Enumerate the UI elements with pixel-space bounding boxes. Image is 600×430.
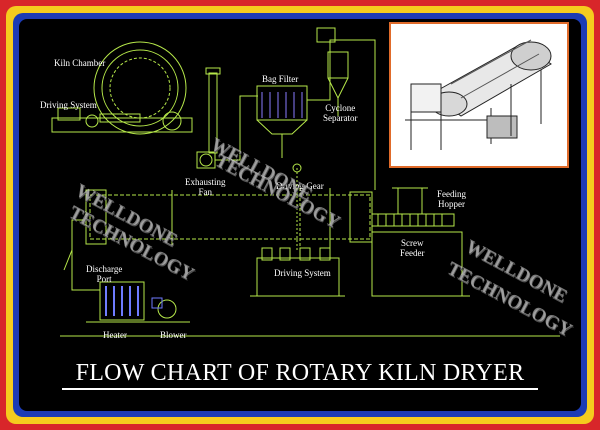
- exhausting-fan-drawing: [196, 67, 258, 169]
- bag-filter-drawing: [256, 85, 308, 158]
- driving-system-top-drawing: [51, 107, 193, 133]
- label-feeding-hopper: Feeding Hopper: [437, 189, 466, 209]
- discharge-port-drawing: [63, 219, 100, 291]
- cyclone-separator-drawing: [307, 27, 376, 190]
- schematic-lines: [51, 27, 560, 337]
- dryer-photo-inset: [389, 22, 569, 168]
- label-cyclone-separator: Cyclone Separator: [323, 103, 358, 123]
- driving-gear-drawing: [292, 163, 302, 250]
- rotary-kiln-body: [85, 188, 373, 250]
- label-heater: Heater: [103, 330, 127, 340]
- label-driving-system-bottom: Driving System: [274, 268, 331, 278]
- screw-feeder-drawing: [371, 187, 470, 297]
- label-screw-feeder: Screw Feeder: [400, 238, 425, 258]
- label-exhausting-fan: Exhausting Fan: [185, 177, 226, 197]
- label-bag-filter: Bag Filter: [262, 74, 299, 84]
- driving-system-bottom-drawing: [250, 247, 345, 297]
- label-kiln-chamber: Kiln Chamber: [54, 58, 106, 68]
- dryer-photo-drawing: [405, 39, 552, 150]
- heater-drawing: [86, 281, 190, 323]
- label-discharge-port: Discharge Port: [86, 264, 123, 284]
- label-driving-gear: Driving Gear: [276, 181, 324, 191]
- label-driving-system-top: Driving System: [40, 100, 97, 110]
- title-underline: [62, 388, 538, 390]
- label-blower: Blower: [160, 330, 187, 340]
- blower-drawing: [151, 297, 177, 319]
- diagram-title: FLOW CHART OF ROTARY KILN DRYER: [75, 360, 525, 386]
